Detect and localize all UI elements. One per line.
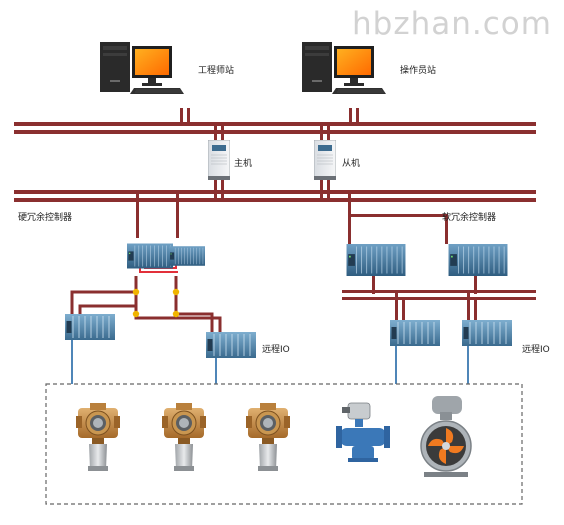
gas-detector-3-icon[interactable]: [246, 402, 290, 472]
field-signal-lines: [71, 340, 469, 384]
slave-label: 从机: [342, 159, 361, 169]
control-network-bus: [14, 190, 536, 202]
engineer-workstation-icon[interactable]: [99, 41, 185, 95]
soft-redundant-controller-label: 软冗余控制器: [442, 213, 497, 223]
hard-redundant-controller-label: 硬冗余控制器: [18, 213, 73, 223]
engineer-station-label: 工程师站: [198, 66, 235, 76]
master-label: 主机: [234, 159, 253, 169]
remote-io-module-2-icon[interactable]: [206, 332, 256, 358]
station-drop-lines: [136, 108, 477, 322]
master-server-icon[interactable]: [208, 140, 230, 180]
hard-redundant-plc-a-icon[interactable]: [127, 242, 173, 270]
operator-station-label: 操作员站: [400, 66, 437, 76]
watermark: hbzhan.com: [352, 6, 552, 42]
gas-detector-2-icon[interactable]: [162, 402, 206, 472]
soft-redundant-plc-b-icon[interactable]: [447, 244, 509, 276]
solenoid-valve-icon[interactable]: [336, 402, 390, 462]
remote-io-label-right: 远程IO: [522, 345, 550, 355]
soft-redundant-plc-a-icon[interactable]: [345, 244, 407, 276]
soft-redundant-io-bus: [342, 290, 536, 300]
remote-io-module-1-icon[interactable]: [64, 314, 116, 340]
remote-io-label-left: 远程IO: [262, 345, 290, 355]
field-device-boundary: [45, 383, 523, 505]
operator-workstation-icon[interactable]: [301, 41, 387, 95]
axial-fan-icon[interactable]: [420, 396, 472, 477]
gas-detector-1-icon[interactable]: [76, 402, 120, 472]
top-network-bus: [14, 122, 536, 134]
junction-points: [132, 288, 180, 318]
slave-server-icon[interactable]: [314, 140, 336, 180]
remote-io-module-4-icon[interactable]: [462, 320, 512, 346]
hard-redundant-plc-b-icon[interactable]: [169, 245, 205, 267]
remote-io-module-3-icon[interactable]: [390, 320, 440, 346]
